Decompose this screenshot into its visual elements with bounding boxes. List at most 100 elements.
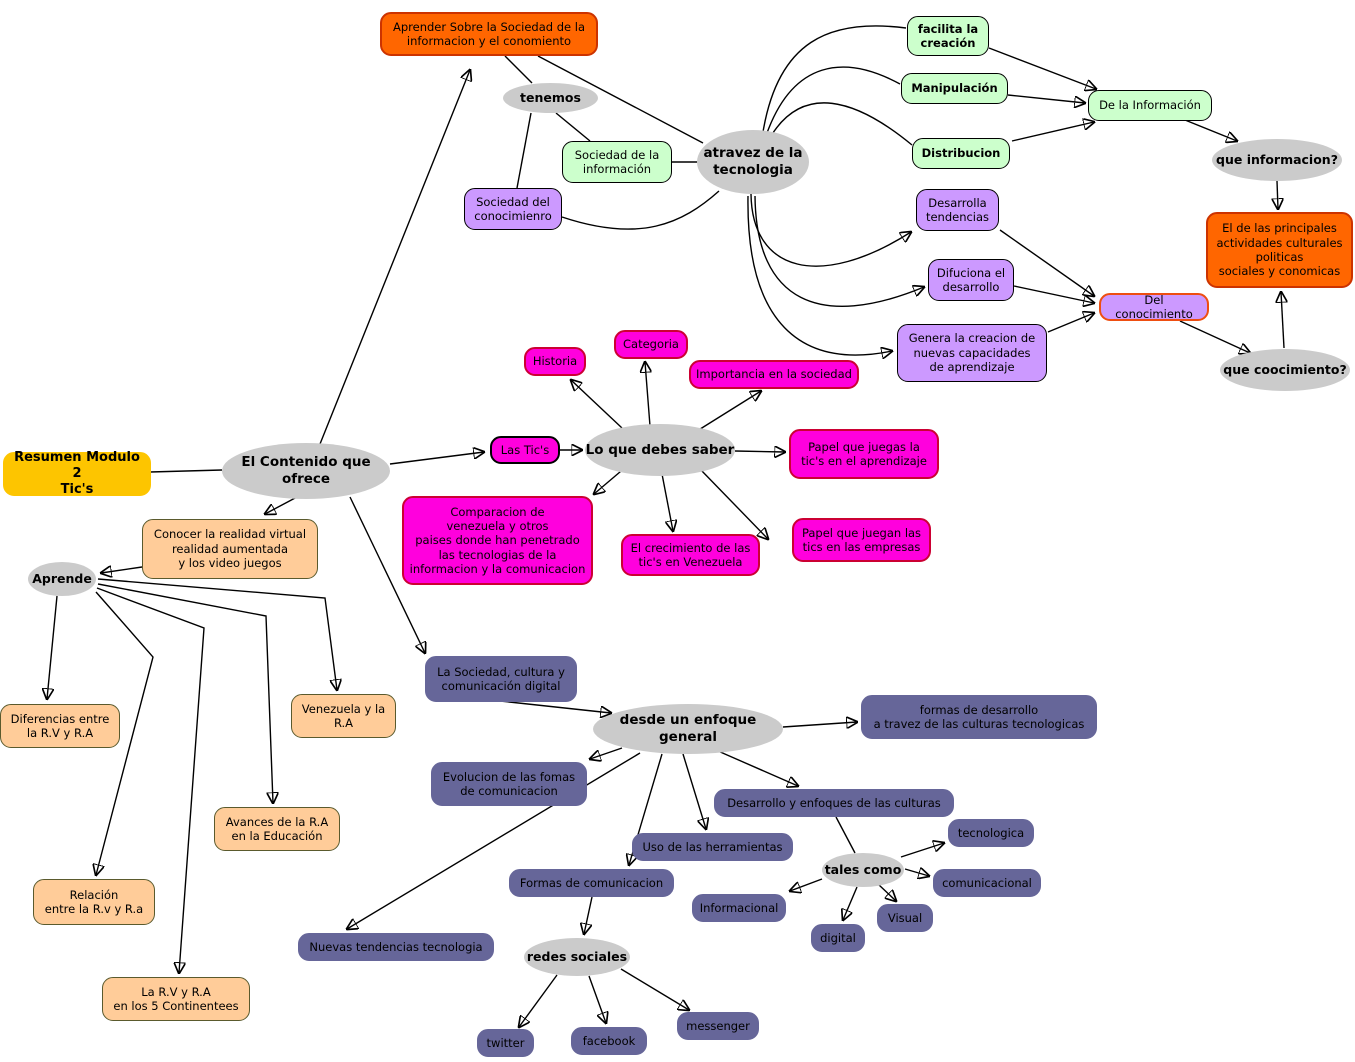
edge-desde-formas-desarrollo	[782, 722, 857, 727]
edge-aprende-avances	[97, 583, 273, 803]
edge-la-sociedad-desde-enfoque	[499, 700, 611, 713]
edge-tales-como-visual	[877, 883, 896, 901]
node-historia[interactable]: Historia	[524, 347, 586, 376]
node-lo-que-debes-saber[interactable]: Lo que debes saber	[585, 424, 735, 476]
edge-atravez-desarrolla	[750, 193, 911, 267]
node-del-conocimiento[interactable]: Del conocimiento	[1099, 293, 1209, 321]
node-venezuela-ra[interactable]: Venezuela y la R.A	[291, 694, 396, 738]
node-evolucion-formas[interactable]: Evolucion de las fomas de comunicacion	[431, 762, 587, 806]
edge-atravez-distribucion	[770, 102, 913, 146]
node-informacional[interactable]: Informacional	[692, 894, 786, 922]
node-importancia-sociedad[interactable]: Importancia en la sociedad	[689, 360, 859, 389]
edge-del-conocimiento-que-coocimiento	[1179, 320, 1250, 353]
node-categoria[interactable]: Categoria	[614, 330, 688, 359]
node-diferencias[interactable]: Diferencias entre la R.V y R.A	[0, 704, 120, 748]
node-nuevas-tendencias[interactable]: Nuevas tendencias tecnologia	[298, 933, 494, 961]
node-conocer[interactable]: Conocer la realidad virtual realidad aum…	[142, 519, 318, 579]
node-el-contenido[interactable]: El Contenido que ofrece	[222, 443, 390, 499]
node-formas-comunicacion[interactable]: Formas de comunicacion	[509, 869, 674, 897]
node-distribucion[interactable]: Distribucion	[912, 138, 1010, 169]
node-desarrollo-enfoques[interactable]: Desarrollo y enfoques de las culturas	[714, 789, 954, 817]
node-desarrolla-tendencias[interactable]: Desarrolla tendencias	[916, 189, 999, 231]
edge-el-contenido-conocer	[265, 496, 298, 514]
node-tales-como[interactable]: tales como	[822, 853, 904, 887]
edge-que-informacion-el-de-las	[1277, 180, 1278, 209]
edge-aprende-rv-ra-continentes	[96, 587, 205, 973]
node-avances[interactable]: Avances de la R.A en la Educación	[214, 807, 340, 851]
edge-el-contenido-la-sociedad	[349, 496, 425, 653]
node-messenger[interactable]: messenger	[677, 1012, 759, 1040]
edge-atravez-difuciona	[754, 195, 924, 308]
node-difuciona-desarrollo[interactable]: Difuciona el desarrollo	[928, 259, 1014, 301]
node-las-tics[interactable]: Las Tic's	[490, 436, 560, 464]
edge-redes-twitter	[519, 974, 558, 1027]
node-relacion[interactable]: Relación entre la R.v y R.a	[33, 879, 155, 925]
edge-lo-que-debes-categoria	[645, 362, 650, 427]
node-visual[interactable]: Visual	[877, 904, 933, 932]
edge-el-contenido-las-tics	[389, 452, 484, 465]
edge-tenemos-sociedad-informacion	[555, 112, 591, 142]
edge-desde-nuevas-tendencias	[347, 752, 641, 929]
node-sociedad-conocimiento[interactable]: Sociedad del conocimienro	[464, 188, 562, 230]
node-crecimiento[interactable]: El crecimiento de las tic's en Venezuela	[621, 534, 760, 576]
node-comparacion[interactable]: Comparacion de venezuela y otros paises …	[402, 496, 593, 585]
node-atravez-tecnologia[interactable]: atravez de la tecnologia	[697, 130, 809, 194]
node-sociedad-informacion[interactable]: Sociedad de la información	[562, 141, 672, 183]
edge-tales-como-digital	[843, 886, 858, 920]
edge-aprende-diferencias	[47, 595, 58, 699]
edge-sociedad-conocimiento-atravez	[561, 190, 720, 230]
edge-el-contenido-aprender	[319, 70, 470, 445]
edge-aprender-atravez	[537, 55, 704, 144]
node-que-informacion[interactable]: que informacion?	[1212, 139, 1342, 181]
node-rv-ra-continentes[interactable]: La R.V y R.A en los 5 Continentees	[102, 977, 250, 1021]
edge-aprender-tenemos	[504, 55, 533, 84]
edge-tales-como-tecnologica	[900, 843, 944, 858]
edge-atravez-genera	[747, 195, 892, 355]
node-tecnologica[interactable]: tecnologica	[948, 819, 1034, 847]
edge-lo-que-debes-crecimiento	[661, 473, 673, 531]
edge-manipulacion-de-la-informacion	[1007, 94, 1085, 103]
edge-tenemos-sociedad-conocimiento	[516, 112, 532, 189]
node-genera-creacion[interactable]: Genera la creacion de nuevas capacidades…	[897, 324, 1047, 382]
node-comunicacional[interactable]: comunicacional	[933, 869, 1041, 897]
edge-lo-que-debes-papel-juegan	[699, 468, 768, 539]
edge-lo-que-debes-importancia	[696, 391, 761, 432]
node-formas-desarrollo[interactable]: formas de desarrollo a travez de las cul…	[861, 695, 1097, 739]
node-desde-enfoque[interactable]: desde un enfoque general	[593, 704, 783, 754]
edge-desde-desarrollo-enfoques	[717, 750, 798, 786]
edge-atravez-manipulacion	[766, 66, 901, 134]
node-digital[interactable]: digital	[811, 924, 865, 952]
edge-tales-como-informacional	[790, 878, 823, 891]
node-facilita-creacion[interactable]: facilita la creación	[907, 16, 989, 56]
node-manipulacion[interactable]: Manipulación	[901, 73, 1008, 104]
node-redes-sociales[interactable]: redes sociales	[524, 938, 630, 976]
edge-desarrolla-del-conocimiento	[999, 229, 1094, 296]
edge-aprende-venezuela	[97, 578, 337, 690]
node-la-sociedad-cultura[interactable]: La Sociedad, cultura y comunicación digi…	[425, 656, 577, 702]
node-uso-herramientas[interactable]: Uso de las herramientas	[632, 833, 793, 861]
edge-redes-facebook	[588, 975, 606, 1023]
edge-difuciona-del-conocimiento	[1013, 285, 1094, 303]
node-facebook[interactable]: facebook	[571, 1027, 647, 1055]
edge-desde-uso-herramientas	[682, 753, 706, 829]
node-papel-juegan[interactable]: Papel que juegan las tics en las empresa…	[792, 518, 931, 562]
node-aprende[interactable]: Aprende	[28, 562, 96, 596]
edge-facilita-de-la-informacion	[988, 47, 1096, 89]
edge-resumen-el-contenido	[149, 469, 223, 473]
node-tenemos[interactable]: tenemos	[503, 83, 598, 113]
node-el-de-las-principales[interactable]: El de las principales actividades cultur…	[1206, 212, 1353, 288]
node-aprender-sobre[interactable]: Aprender Sobre la Sociedad de la informa…	[380, 12, 598, 56]
edge-conocer-aprende	[101, 567, 143, 573]
edge-tales-como-comunicacional	[904, 869, 929, 876]
node-de-la-informacion[interactable]: De la Información	[1088, 90, 1212, 121]
edge-distribucion-de-la-informacion	[1011, 122, 1094, 142]
node-papel-juegas[interactable]: Papel que juegas la tic's en el aprendiz…	[789, 429, 939, 479]
edge-que-coocimiento-el-de-las	[1281, 292, 1284, 349]
node-twitter[interactable]: twitter	[477, 1029, 534, 1057]
edge-redes-messenger	[620, 968, 689, 1010]
edge-desarrollo-enfoques-tales-como	[835, 816, 856, 854]
node-que-coocimiento[interactable]: que coocimiento?	[1220, 349, 1350, 391]
edge-formas-comunicacion-redes	[584, 896, 593, 934]
edge-desde-evolucion	[590, 747, 623, 759]
node-resumen[interactable]: Resumen Modulo 2 Tic's	[3, 450, 151, 497]
